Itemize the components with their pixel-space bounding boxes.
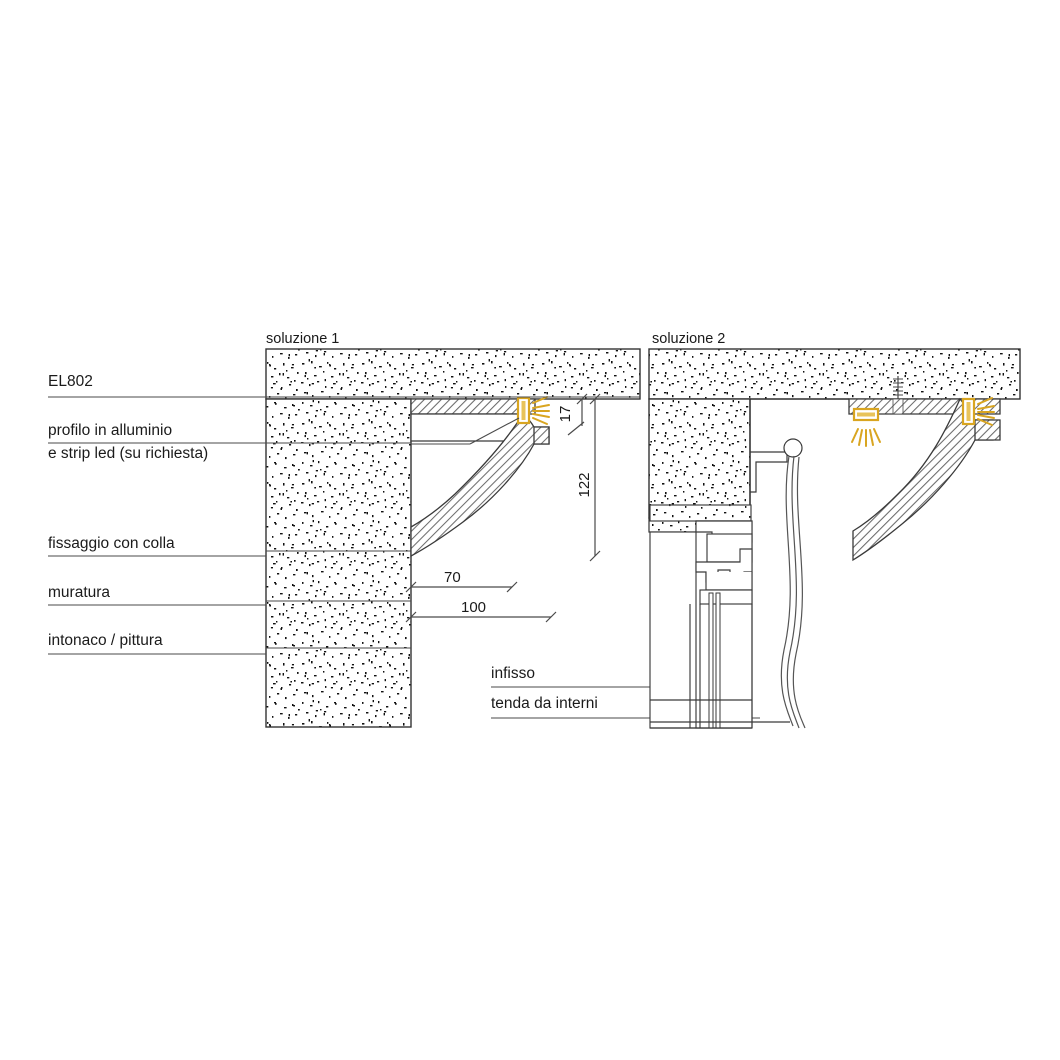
led-strip-icon-right-side	[961, 397, 995, 426]
label-fissaggio-text: fissaggio con colla	[48, 535, 175, 552]
cornice-profile-right	[852, 397, 1001, 562]
soluzione-2-title: soluzione 2	[652, 331, 725, 347]
curtain-rod-bracket	[750, 438, 803, 493]
dimension-17: 17	[557, 393, 588, 436]
curtain-fabric	[780, 455, 806, 729]
dimension-100: 100	[405, 599, 557, 623]
label-profilo-alluminio[interactable]: profilo in alluminio e strip led (su ric…	[48, 422, 411, 462]
masonry-wall-left	[265, 398, 412, 728]
label-tenda-text: tenda da interni	[491, 695, 598, 712]
soluzione-1-group: soluzione 1	[265, 331, 641, 728]
soluzione-2-group: soluzione 2	[648, 331, 1021, 729]
label-profilo-line2: e strip led (su richiesta)	[48, 445, 208, 462]
left-label-block: EL802 profilo in alluminio e strip led (…	[48, 373, 640, 655]
dimension-122: 122	[576, 393, 601, 562]
curtain-rod-section-icon	[783, 438, 803, 458]
soluzione-1-title: soluzione 1	[266, 331, 339, 347]
led-strip-icon-left	[516, 396, 550, 425]
anchor-screw-icon	[892, 376, 904, 415]
label-muratura-text: muratura	[48, 584, 110, 601]
label-muratura[interactable]: muratura	[48, 584, 266, 606]
label-intonaco-text: intonaco / pittura	[48, 632, 163, 649]
dimension-70: 70	[405, 569, 518, 593]
ceiling-slab-left	[265, 348, 641, 400]
dimension-group: 70 100 122 17	[405, 393, 601, 623]
dimension-100-value: 100	[461, 599, 486, 616]
label-intonaco-pittura[interactable]: intonaco / pittura	[48, 632, 266, 655]
dimension-17-value: 17	[557, 406, 574, 423]
label-fissaggio-colla[interactable]: fissaggio con colla	[48, 535, 266, 557]
label-profilo-line1: profilo in alluminio	[48, 422, 172, 439]
label-el802-text: EL802	[48, 373, 93, 390]
dimension-122-value: 122	[576, 472, 593, 497]
dimension-70-value: 70	[444, 569, 461, 586]
center-label-block: infisso tenda da interni	[491, 665, 760, 719]
ceiling-slab-right	[648, 348, 1021, 400]
leader-profilo-diagonal	[469, 417, 520, 445]
label-el802[interactable]: EL802	[48, 373, 640, 398]
label-infisso-text: infisso	[491, 665, 535, 682]
window-frame-infisso	[649, 504, 790, 729]
led-strip-icon-right-down	[851, 407, 881, 447]
